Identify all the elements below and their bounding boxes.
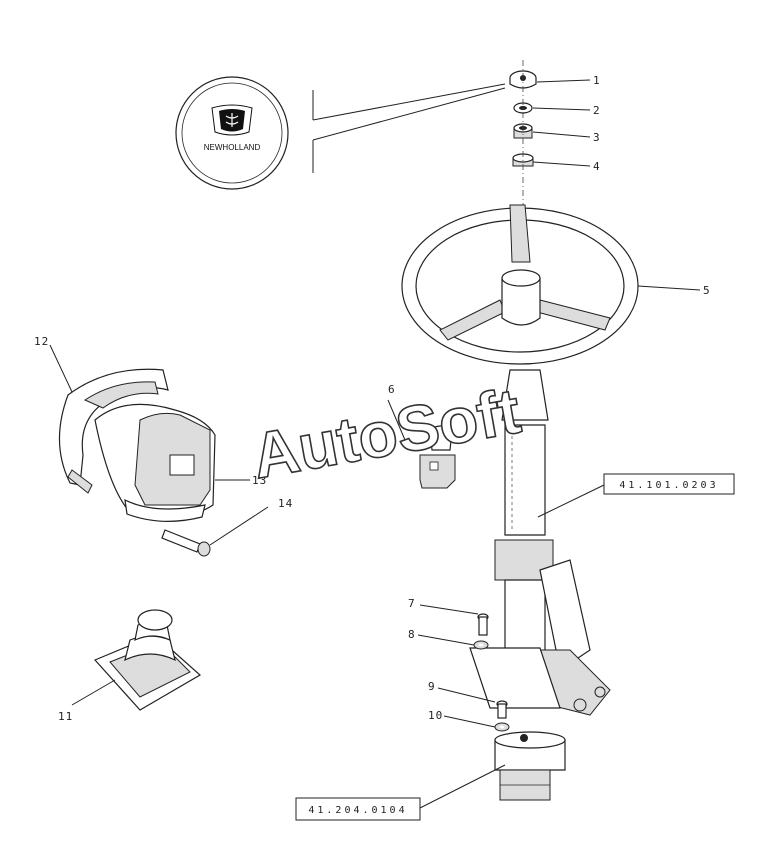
column-shroud-rear-part <box>58 368 169 494</box>
steering-unit-part <box>494 731 566 801</box>
nut-part <box>513 123 533 139</box>
watermark-text: AutoSoft <box>247 374 526 492</box>
column-bolt-part <box>477 613 489 636</box>
callout-14: 14 <box>278 497 293 510</box>
reference-box-steering-column: 41.101.0203 <box>603 473 735 495</box>
unit-washer-part <box>494 722 510 732</box>
callout-3: 3 <box>593 131 601 144</box>
callout-7: 7 <box>408 597 416 610</box>
callout-8: 8 <box>408 628 416 641</box>
reference-box-steering-unit: 41.204.0104 <box>295 797 421 821</box>
logo-text: NEWHOLLAND <box>204 143 261 152</box>
column-shroud-front-part <box>94 403 216 522</box>
shroud-bolt-part <box>161 529 211 557</box>
gear-lever-boot-part <box>93 609 202 711</box>
callout-13: 13 <box>252 474 267 487</box>
callout-1: 1 <box>593 74 601 87</box>
callout-9: 9 <box>428 680 436 693</box>
unit-bolt-part <box>496 700 508 719</box>
reference-steering-unit-text: 41.204.0104 <box>308 805 407 816</box>
callout-6: 6 <box>388 383 396 396</box>
callout-4: 4 <box>593 160 601 173</box>
reference-steering-column-text: 41.101.0203 <box>619 480 718 491</box>
callout-2: 2 <box>593 104 601 117</box>
callout-11: 11 <box>58 710 73 723</box>
horn-cap-logo-inset: NEWHOLLAND <box>175 76 289 190</box>
column-washer-part <box>473 640 489 650</box>
steering-wheel-part <box>401 204 639 365</box>
callout-12: 12 <box>34 335 49 348</box>
callout-10: 10 <box>428 709 443 722</box>
tilt-lever-part <box>419 425 456 489</box>
callout-5: 5 <box>703 284 711 297</box>
steering-column-part <box>469 369 611 716</box>
